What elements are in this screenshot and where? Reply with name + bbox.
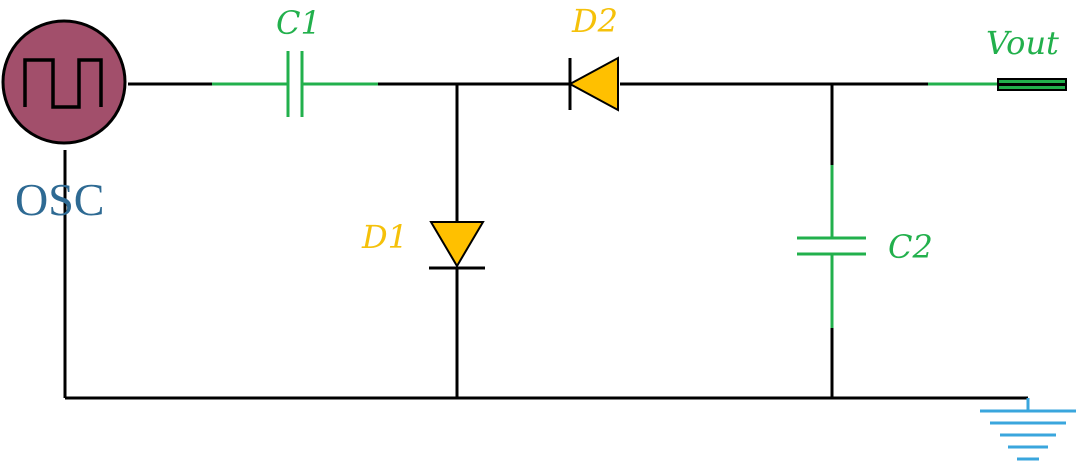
- oscillator: [1, 19, 127, 145]
- diode-d1: [429, 221, 485, 270]
- capacitor-c2: [797, 165, 866, 328]
- ground-icon: [980, 398, 1076, 461]
- capacitor-c1: [212, 51, 378, 117]
- square-wave-icon: [23, 58, 103, 109]
- diode-d2-triangle: [567, 56, 619, 112]
- c1-label: C1: [276, 4, 321, 42]
- d2-label: D2: [571, 2, 618, 40]
- diode-d2: [520, 56, 619, 112]
- vout-label: Vout: [986, 24, 1059, 62]
- d1-label: D1: [361, 218, 408, 256]
- c2-label: C2: [888, 228, 933, 266]
- diode-d1-triangle: [429, 221, 485, 268]
- wires: [63, 82, 1028, 400]
- vout-terminal: [928, 78, 1067, 91]
- osc-label: OSC: [15, 174, 104, 225]
- oscillator-body: [1, 19, 127, 145]
